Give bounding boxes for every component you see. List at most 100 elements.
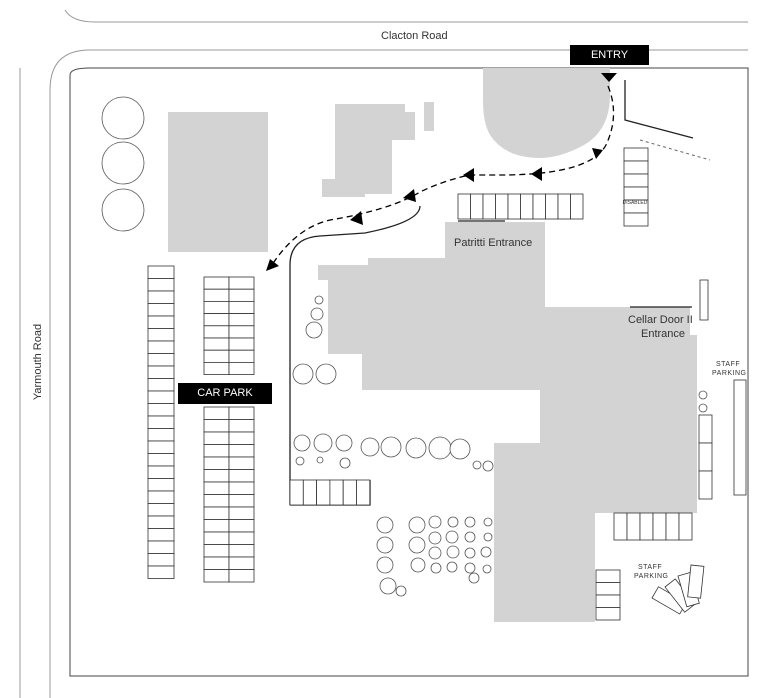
tree [316, 456, 324, 464]
tree [380, 436, 402, 458]
parking-bay [147, 278, 175, 292]
parking-bay [203, 494, 230, 508]
parking-bay [595, 607, 621, 621]
parking-bay [147, 553, 175, 567]
route-arrow [531, 167, 542, 181]
parking-bay [626, 512, 641, 541]
tree [428, 546, 442, 560]
parking-bay [228, 456, 255, 470]
entry-arrow [601, 73, 617, 82]
route-arrow [350, 211, 363, 225]
tree [447, 516, 459, 528]
parking-bay [203, 556, 230, 570]
parking-bay [228, 313, 255, 327]
tree [468, 572, 480, 584]
parking-bay [356, 479, 371, 506]
parking-bay [699, 279, 709, 321]
tree [101, 188, 145, 232]
parking-bay [652, 512, 667, 541]
parking-bay [329, 479, 344, 506]
tree [482, 564, 492, 574]
staff-parking-label-2: STAFF PARKING [634, 563, 669, 581]
tree [464, 531, 476, 543]
tree [430, 562, 442, 574]
parking-bay [147, 490, 175, 504]
tree [480, 546, 492, 558]
staff-label-line2: PARKING [634, 573, 669, 580]
route-arrow [266, 259, 279, 271]
parking-bay [302, 479, 317, 506]
parking-bay [613, 512, 628, 541]
tree [464, 547, 476, 559]
parking-bay [557, 193, 571, 220]
tree [445, 530, 459, 544]
tree [314, 295, 324, 305]
parking-bay [203, 531, 230, 545]
tree [408, 516, 426, 534]
parking-bay [147, 515, 175, 529]
tree [335, 434, 353, 452]
parking-bay [482, 193, 496, 220]
parking-bay [203, 276, 230, 290]
parking-bay [147, 365, 175, 379]
tree [483, 517, 493, 527]
parking-bay [147, 303, 175, 317]
tree [292, 363, 314, 385]
entrance-markers [458, 220, 692, 308]
tree [360, 437, 380, 457]
parking-bay [147, 378, 175, 392]
parking-bay [228, 544, 255, 558]
tree [339, 457, 351, 469]
parking-bay [147, 565, 175, 579]
parking-bay [342, 479, 357, 506]
tree [101, 96, 145, 140]
road-outlines [19, 9, 748, 698]
parking-bay [228, 288, 255, 302]
parking-bay [507, 193, 521, 220]
boundary-dashed [639, 139, 711, 161]
parking-bay [457, 193, 471, 220]
parking-bay [639, 512, 654, 541]
parking-bay [289, 479, 304, 506]
parking-bay [595, 569, 621, 583]
parking-bay [228, 431, 255, 445]
tree [408, 536, 426, 554]
parking-bay [147, 503, 175, 517]
parking-bay [678, 512, 693, 541]
parking-bay [228, 506, 255, 520]
parking-bay [147, 453, 175, 467]
tree [446, 561, 458, 573]
parking-bay [698, 470, 713, 500]
entry-badge: ENTRY [570, 45, 649, 65]
parking-bay [203, 300, 230, 314]
tree [464, 516, 476, 528]
parking-bay [203, 431, 230, 445]
parking-bay [147, 465, 175, 479]
staff-label-line1: STAFF [638, 564, 663, 571]
tree [482, 460, 494, 472]
tree [305, 321, 323, 339]
parking-bay [228, 481, 255, 495]
trees [101, 96, 708, 597]
tree [295, 456, 305, 466]
parking-bay [147, 290, 175, 304]
tree [293, 434, 311, 452]
staff-label-line1: STAFF [716, 361, 741, 368]
tree [449, 438, 471, 460]
parking-bay [316, 479, 331, 506]
parking-bay [595, 594, 621, 608]
parking-bay [228, 337, 255, 351]
tree [315, 363, 337, 385]
patritti-entrance-label: Patritti Entrance [454, 237, 533, 249]
parking-bay [203, 325, 230, 339]
parking-bay [228, 444, 255, 458]
parking-bay [532, 193, 546, 220]
parking-bay [495, 193, 509, 220]
parking-bay [147, 328, 175, 342]
parking-bay [203, 313, 230, 327]
tree [405, 437, 427, 459]
parking-bay [698, 442, 713, 472]
parking-bay [147, 415, 175, 429]
yarmouth-road-label: Yarmouth Road [32, 323, 44, 401]
tree [698, 403, 708, 413]
